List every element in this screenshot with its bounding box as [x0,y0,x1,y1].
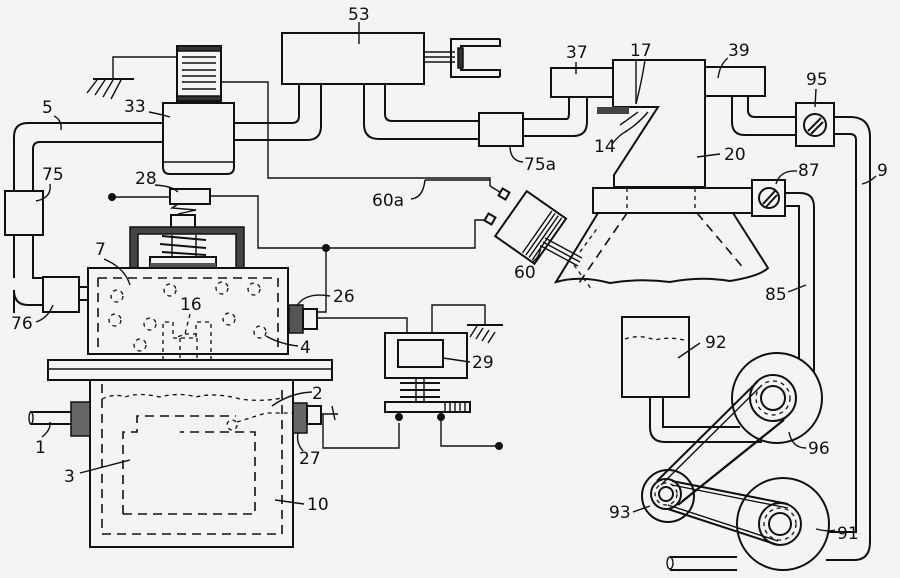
block-75a: 75a [478,96,588,175]
label-53: 53 [348,5,370,25]
label-33: 33 [124,97,146,117]
probe-60: 60 [425,179,600,291]
label-85: 85 [765,285,787,305]
drive-belts [656,380,789,546]
label-5: 5 [42,98,53,118]
label-27: 27 [299,449,321,469]
valve-95: 95 9 [731,70,888,561]
pump-96: 96 [731,352,830,459]
separator-plate [47,359,333,381]
label-2: 2 [312,384,323,404]
label-3: 3 [64,467,75,487]
tank-92: 92 [621,316,762,443]
label-76: 76 [11,314,33,334]
label-9: 9 [877,161,888,181]
label-96: 96 [808,439,830,459]
label-93: 93 [609,503,631,523]
label-39: 39 [728,41,750,61]
label-26: 26 [333,287,355,307]
pipes-to-controller [234,84,480,141]
label-75a: 75a [524,155,556,175]
label-91: 91 [837,524,859,544]
pump-93: 93 [609,469,695,523]
label-75: 75 [42,165,64,185]
label-7: 7 [95,240,106,260]
controller-53: 53 [281,5,501,85]
label-17: 17 [630,41,652,61]
label-92: 92 [705,333,727,353]
pipe-5: 5 [13,98,163,313]
label-29: 29 [472,353,494,373]
label-87: 87 [798,161,820,181]
label-95: 95 [806,70,828,90]
label-37: 37 [566,43,588,63]
switch-28: 28 [108,169,497,252]
label-28: 28 [135,169,157,189]
block-76: 76 [11,276,88,334]
wire-60a: 60a [372,179,511,211]
block-75: 75 [4,165,64,236]
label-16: 16 [180,295,202,315]
label-20: 20 [724,145,746,165]
relay-29: 29 [384,304,503,450]
lower-tank: 1 2 27 3 10 [28,379,400,548]
label-10: 10 [307,495,329,515]
spring-housing [129,226,245,269]
pump-91: 91 [666,477,859,571]
label-14: 14 [594,137,616,157]
hopper-20: 37 39 17 14 20 [550,41,780,285]
label-1: 1 [35,438,46,458]
upper-tank-7: 7 16 26 4 [87,240,408,360]
label-60a: 60a [372,191,404,211]
valve-87: 87 85 [751,161,820,375]
label-60: 60 [514,263,536,283]
label-4: 4 [300,338,311,358]
